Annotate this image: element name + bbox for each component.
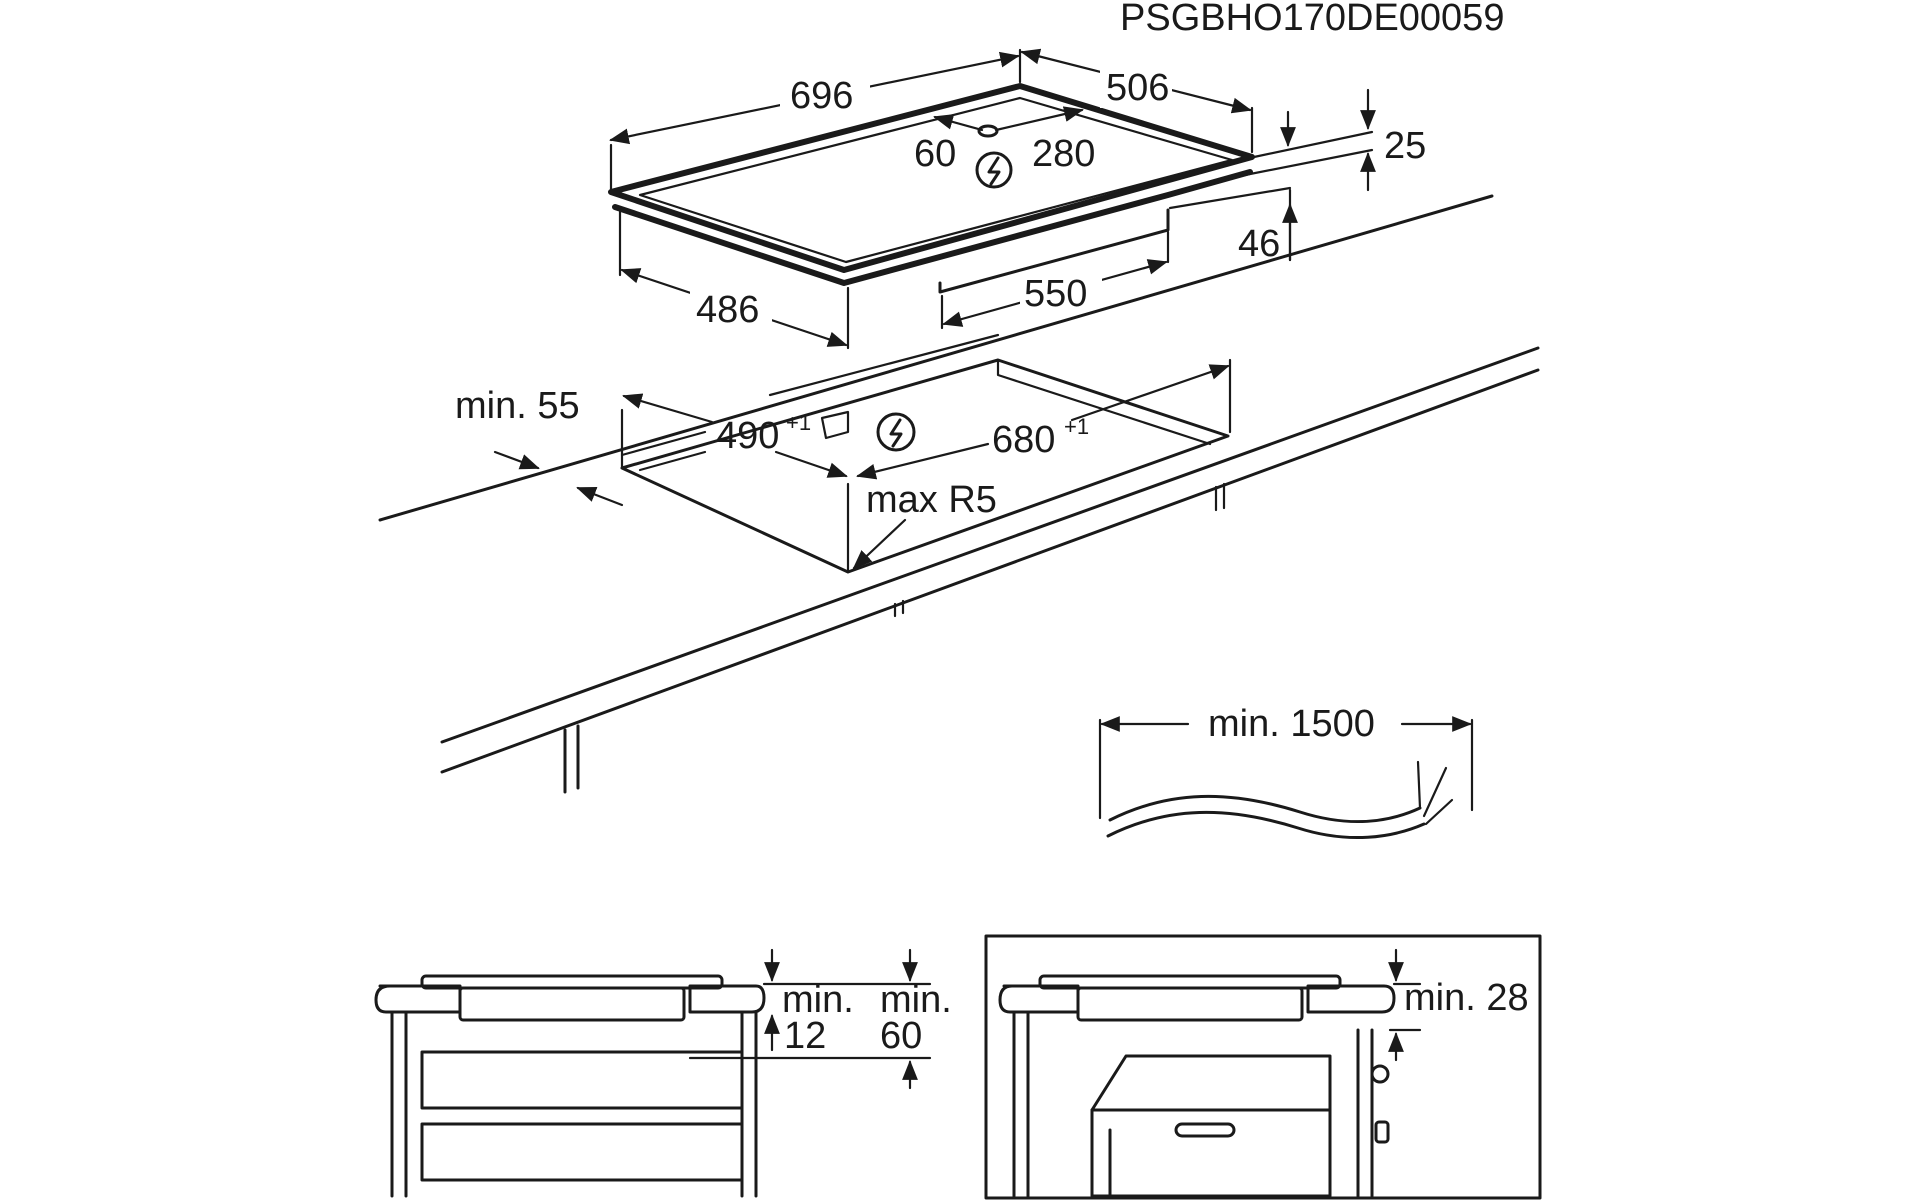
worktop-front-top [440, 346, 1540, 744]
cable-line-b [1106, 810, 1426, 840]
oven-handle [1174, 1122, 1236, 1138]
left-worktop-r [688, 984, 766, 1014]
installation-right: min. 28 [984, 934, 1542, 1200]
dim-body-width: 550 [1024, 273, 1087, 315]
dim-glass-thickness: 25 [1384, 125, 1426, 167]
dim-cutout-depth: 490 [716, 415, 779, 457]
left-drawer-2 [420, 1122, 744, 1182]
worktop-drawing [378, 194, 1540, 794]
dim-cutout-depth-tolerance: +1 [786, 410, 811, 435]
electrical-hazard-icon [876, 412, 916, 452]
hob-front-edge [612, 169, 1253, 286]
dim-front-margin: min. 55 [455, 385, 580, 427]
oven-top [1090, 1054, 1332, 1112]
dim-cable-left: 60 [914, 133, 956, 175]
dim-body-depth: 486 [696, 289, 759, 331]
electrical-hazard-icon [975, 151, 1013, 189]
hob-dimensions: 696 506 60 280 25 46 486 550 [609, 48, 1426, 350]
right-worktop-r [1306, 984, 1396, 1014]
left-worktop-l [374, 984, 462, 1014]
right-oven-clearance: min. 28 [1404, 977, 1529, 1019]
left-hob-body [458, 986, 686, 1022]
dim-total-height: 46 [1238, 223, 1280, 265]
dim-hob-depth: 506 [1106, 67, 1169, 109]
dim-cable-right: 280 [1032, 133, 1095, 175]
left-hob-glass [420, 974, 724, 990]
dim-hob-width: 696 [790, 75, 853, 117]
dim-cable-length: min. 1500 [1208, 703, 1375, 745]
cable-line-a [1108, 794, 1422, 824]
left-clearance-label-2: 60 [880, 1015, 922, 1057]
left-gap-label-1: min. [782, 979, 854, 1021]
cutout-dimensions: min. 55 490 +1 680 +1 max R5 [455, 358, 1232, 570]
dim-corner-radius: max R5 [866, 479, 997, 521]
drawing-code: PSGBHO170DE00059 [1120, 0, 1504, 39]
installation-left: min. 12 min. 60 [374, 948, 952, 1198]
dim-cutout-width-tolerance: +1 [1064, 414, 1089, 439]
right-hob-body [1076, 986, 1304, 1022]
left-gap-label-2: 12 [784, 1015, 826, 1057]
left-clearance-label-1: min. [880, 979, 952, 1021]
left-drawer-1 [420, 1050, 744, 1110]
cutout-opening [620, 358, 1230, 574]
right-worktop-l [998, 984, 1080, 1014]
cable-drawing: min. 1500 [1098, 703, 1474, 840]
oven-body [1090, 1108, 1332, 1198]
right-hob-glass [1038, 974, 1342, 990]
dim-cutout-width: 680 [992, 419, 1055, 461]
worktop-back-edge [378, 194, 1494, 522]
hob-drawing [608, 83, 1255, 294]
worktop-front-bottom [440, 368, 1540, 774]
right-frame [984, 934, 1542, 1200]
